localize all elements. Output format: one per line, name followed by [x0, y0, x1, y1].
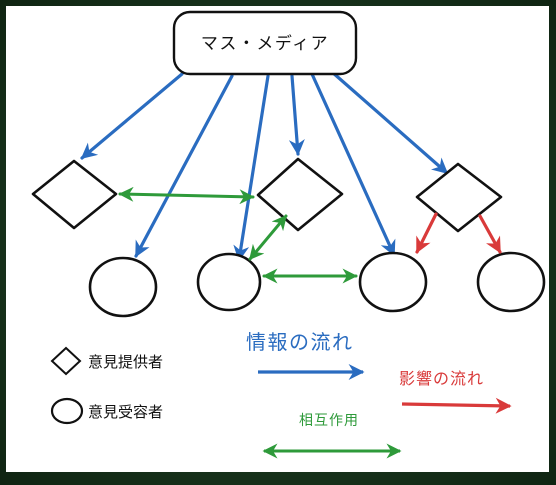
follower-circle-4 — [476, 251, 546, 313]
info-arrow-to-leader-right — [330, 70, 449, 175]
info-arrow-to-follower-3 — [310, 72, 396, 257]
legend-circle-icon — [50, 397, 84, 425]
legend-interaction: 相互作用 — [299, 413, 359, 429]
follower-circle-2 — [196, 252, 262, 312]
mass-media-node: マス・メディア — [172, 10, 358, 76]
leader-diamond-right — [415, 162, 503, 233]
follower-circle-3 — [358, 251, 428, 313]
diagram-canvas: マス・メディア — [6, 6, 549, 472]
info-arrow-to-follower-2 — [233, 74, 270, 262]
interaction-leader-left-center — [118, 186, 255, 205]
leader-diamond-center — [256, 157, 344, 232]
legend-opinion-leader: 意見提供者 — [88, 353, 163, 371]
info-flow-arrows — [80, 70, 449, 262]
influence-to-follower-3 — [415, 212, 438, 254]
legend-info-flow: 情報の流れ — [246, 330, 354, 354]
info-arrow-to-leader-center — [288, 74, 305, 156]
legend: 意見提供者 意見受容者 情報の流れ 影響の流れ 相互作用 — [50, 330, 512, 459]
influence-arrows — [415, 212, 502, 254]
interaction-arrows — [118, 186, 358, 284]
mass-media-label: マス・メディア — [201, 33, 329, 54]
opinion-follower-nodes — [88, 251, 546, 318]
opinion-leader-nodes — [31, 157, 503, 233]
legend-influence-flow: 影響の流れ — [399, 369, 484, 388]
leader-diamond-left — [31, 159, 118, 230]
influence-to-follower-4 — [478, 214, 502, 254]
follower-circle-1 — [88, 256, 158, 318]
legend-opinion-follower: 意見受容者 — [88, 403, 163, 421]
legend-diamond-icon — [50, 346, 82, 376]
legend-influence-arrow — [401, 397, 512, 414]
info-arrow-to-leader-left — [80, 72, 184, 160]
diagram-svg: マス・メディア — [31, 10, 546, 459]
interaction-leader-center-follower-2 — [248, 214, 288, 261]
info-arrow-to-follower-1 — [134, 74, 234, 258]
